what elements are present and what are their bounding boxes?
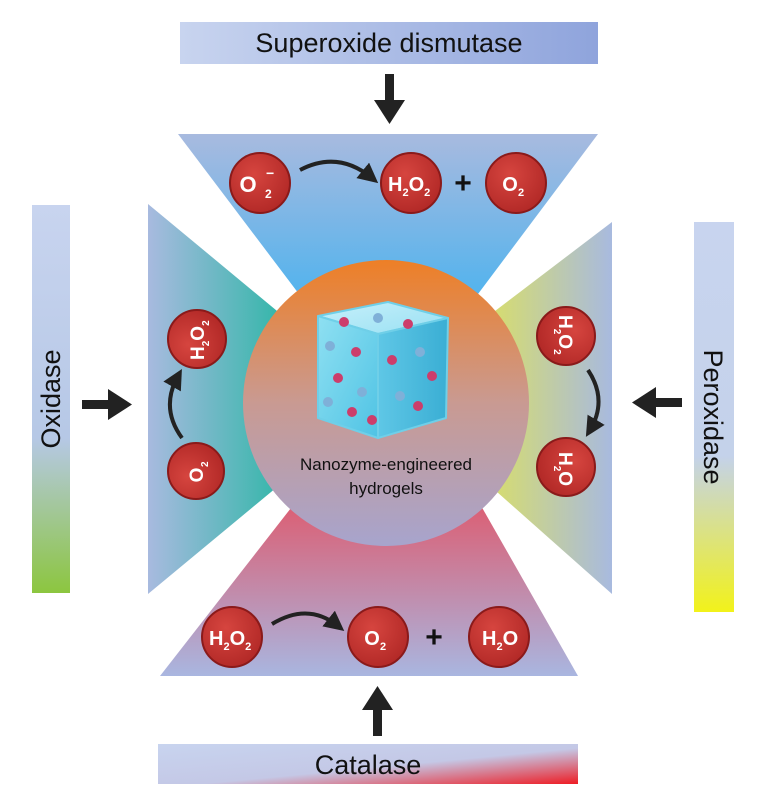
svg-text:H2O2: H2O2	[188, 320, 212, 360]
molecule-hydrogen-peroxide-top: H2O2	[380, 152, 442, 214]
label-bar-top	[180, 22, 598, 64]
label-oxidase: Oxidase	[32, 205, 70, 593]
enzyme-name-bottom: Catalase	[315, 750, 422, 780]
svg-text:H2O2: H2O2	[388, 174, 430, 199]
label-bar-left	[32, 205, 70, 593]
reaction-arrow-top	[299, 159, 379, 184]
molecule-hydrogen-peroxide-left: H2O2	[167, 309, 227, 369]
center-label-line2: hydrogels	[349, 479, 423, 498]
plus-sign-top: +	[454, 167, 472, 200]
svg-text:2: 2	[200, 461, 211, 467]
enzyme-name-left: Oxidase	[36, 349, 66, 448]
enzyme-name-right: Peroxidase	[698, 349, 728, 484]
reaction-arrow-right	[585, 368, 605, 437]
svg-text:H2O2: H2O2	[209, 628, 251, 653]
svg-text:O: O	[239, 172, 256, 197]
label-peroxidase: Peroxidase	[694, 222, 734, 612]
arrow-down-top	[374, 74, 405, 124]
label-catalase: Catalase	[158, 744, 578, 784]
label-superoxide-dismutase: Superoxide dismutase	[180, 22, 598, 64]
reaction-arrow-bottom	[270, 610, 345, 631]
enzyme-name-top: Superoxide dismutase	[255, 28, 522, 58]
svg-text:H2O: H2O	[551, 452, 575, 486]
plus-sign-bottom: +	[425, 621, 443, 654]
svg-text:−: −	[266, 165, 274, 181]
svg-text:2: 2	[518, 187, 524, 199]
molecule-superoxide: O 2 −	[229, 152, 291, 214]
molecule-water-bottom: H2O	[468, 606, 530, 668]
svg-text:O: O	[364, 628, 380, 650]
molecule-hydrogen-peroxide-bottom: H2O2	[201, 606, 263, 668]
svg-text:2: 2	[380, 641, 386, 653]
arrow-left-right	[632, 387, 682, 418]
molecule-oxygen-left: O 2	[167, 442, 225, 500]
svg-text:H2O: H2O	[482, 628, 518, 653]
hydrogel-cube-icon	[317, 301, 449, 439]
molecule-oxygen-top: O 2	[485, 152, 547, 214]
arrow-up-bottom	[362, 686, 393, 736]
center-label-line1: Nanozyme-engineered	[300, 455, 472, 474]
svg-text:H2O2: H2O2	[551, 315, 575, 355]
arrow-right-left	[82, 389, 132, 420]
label-bar-bottom	[158, 744, 578, 784]
svg-text:2: 2	[265, 187, 272, 201]
label-bar-right	[694, 222, 734, 612]
svg-text:O: O	[502, 174, 518, 196]
molecule-water-right: H2O	[536, 437, 596, 497]
nanozyme-dots	[323, 313, 437, 425]
reaction-arrow-left	[163, 369, 184, 440]
svg-text:O: O	[187, 468, 208, 483]
molecule-oxygen-bottom: O 2	[347, 606, 409, 668]
molecule-hydrogen-peroxide-right: H2O2	[536, 306, 596, 366]
